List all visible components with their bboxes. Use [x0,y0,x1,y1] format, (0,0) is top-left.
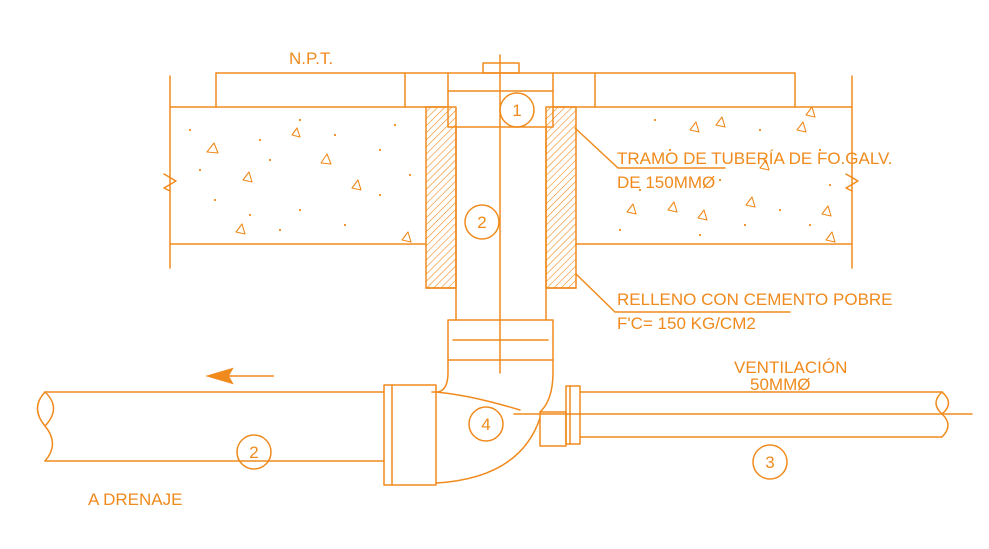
marker-circle-1 [499,92,535,128]
pipe-spec-line2: DE 150MMØ [617,173,715,192]
floor-finish [215,62,796,108]
vertical-pipe [447,54,554,374]
leader-lines [574,127,791,313]
cement-fill [425,106,577,289]
vent-label-line2: 50MMØ [750,375,810,394]
marker-circle-3 [752,444,788,480]
marker-circle-2-drain [236,434,272,470]
vent-pipe [513,385,973,447]
vent-label-line1: VENTILACIÓN [734,358,847,377]
pipe-spec-line1: TRAMO DE TUBERÍA DE FO.GALV. [617,149,893,168]
fill-spec-line1: RELLENO CON CEMENTO POBRE [617,290,893,309]
cleanout-plug [482,62,520,74]
marker-2-vertical: 2 [477,213,486,232]
marker-2-drain: 2 [249,443,258,462]
marker-1: 1 [512,101,521,120]
concrete-slab [163,75,859,269]
elbow-fitting [431,359,554,484]
drain-label: A DRENAJE [88,490,182,509]
break-line-icon [163,173,177,192]
fill-spec-line2: F'C= 150 KG/CM2 [617,314,756,333]
marker-circle-2-vertical [464,204,500,240]
break-line-icon [845,173,859,192]
concrete-hatch [206,106,836,243]
npt-label: N.P.T. [289,49,333,68]
marker-4: 4 [481,415,490,434]
concrete-dots [188,118,832,237]
marker-circle-4 [468,406,504,442]
drain-pipe [36,384,437,486]
marker-3: 3 [765,453,774,472]
arrow-left-icon [205,367,274,385]
